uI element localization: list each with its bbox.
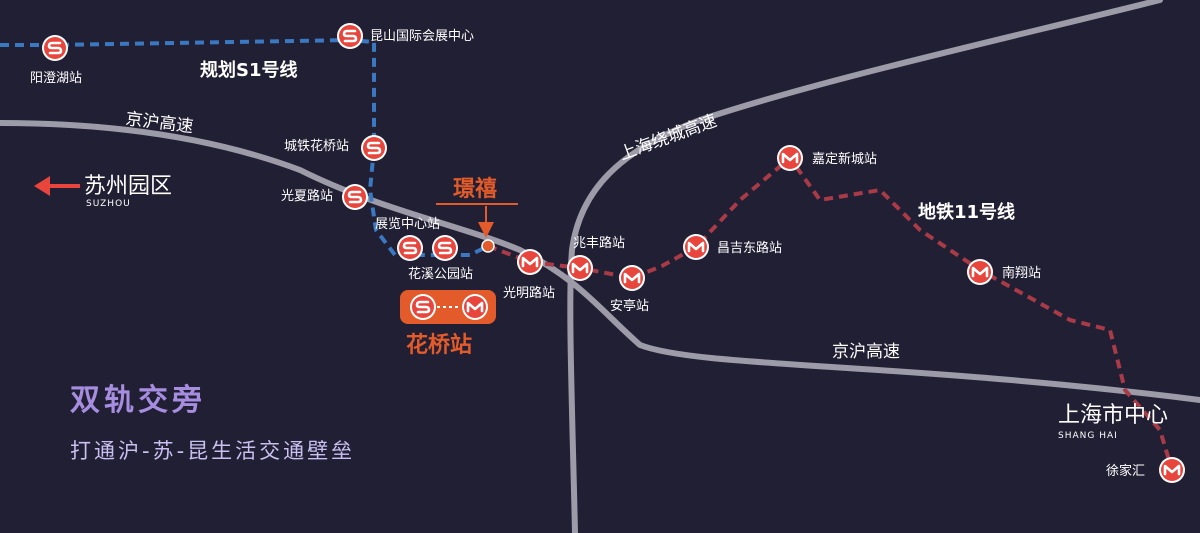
station-label-chengtie-huaqiao: 城铁花桥站 (284, 138, 349, 154)
station-label-kunshan-expo: 昆山国际会展中心 (370, 29, 474, 44)
slogan-subtitle: 打通沪-苏-昆生活交通壁垒 (70, 439, 355, 463)
station-icon-kunshan-expo[interactable] (335, 21, 365, 51)
station-icon-guangxia-road[interactable] (340, 182, 370, 212)
road-label-jinghu-bottom: 京沪高速 (832, 342, 900, 362)
place-suzhou-park: 苏州园区 (84, 174, 172, 199)
station-label-guangming-road: 光明路站 (503, 285, 555, 301)
line-label-11: 地铁11号线 (918, 201, 1015, 223)
station-icon-zhaofeng-road[interactable] (565, 253, 595, 283)
station-label-anting: 安亭站 (610, 298, 649, 314)
station-icon-nanxiang[interactable] (965, 257, 995, 287)
station-label-nanxiang: 南翔站 (1002, 265, 1041, 281)
station-label-expo-center: 展览中心站 (375, 216, 440, 232)
station-label-yangchenghu: 阳澄湖站 (30, 71, 82, 86)
project-name: 璟禧 (453, 176, 497, 202)
station-icon-chengtie-huaqiao[interactable] (359, 133, 389, 163)
suzhou-arrow-icon (34, 176, 50, 196)
station-label-guangxia-road: 光夏路站 (281, 188, 333, 204)
station-label-zhaofeng-road: 兆丰路站 (573, 235, 625, 251)
road-shanghai-ring (567, 0, 1163, 533)
station-label-jiading-newtown: 嘉定新城站 (812, 151, 877, 167)
place-suzhou-en: SUZHOU (86, 199, 131, 209)
station-icon-anting[interactable] (617, 263, 647, 293)
hub-station-name: 花桥站 (406, 332, 472, 358)
hub-station-s-icon (408, 292, 438, 322)
station-icon-expo-center[interactable] (395, 233, 425, 263)
road-label-shanghai-ring: 上海绕城高速 (617, 111, 720, 165)
station-icon-jiading-newtown[interactable] (775, 143, 805, 173)
metro-line-11 (487, 155, 1174, 471)
line-label-s1: 规划S1号线 (200, 59, 298, 81)
station-label-huaxi-park: 花溪公园站 (408, 266, 473, 282)
station-icon-yangchenghu[interactable] (40, 33, 70, 63)
metro-line-s1 (0, 37, 489, 257)
station-label-xujiahui: 徐家汇 (1106, 463, 1145, 479)
station-icon-huaxi-park[interactable] (430, 233, 460, 263)
hub-station-m-icon (460, 292, 490, 322)
station-icon-guangming-road[interactable] (515, 247, 545, 277)
project-location-dot[interactable] (481, 239, 495, 253)
road-jinghu (0, 120, 1200, 403)
slogan-title: 双轨交旁 (70, 383, 206, 418)
place-shanghai-en: SHANG HAI (1058, 431, 1118, 441)
station-icon-xujiahui[interactable] (1157, 455, 1187, 485)
station-icon-changjidong-road[interactable] (681, 232, 711, 262)
place-shanghai-center: 上海市中心 (1058, 403, 1168, 428)
station-label-changjidong-road: 昌吉东路站 (717, 240, 782, 256)
